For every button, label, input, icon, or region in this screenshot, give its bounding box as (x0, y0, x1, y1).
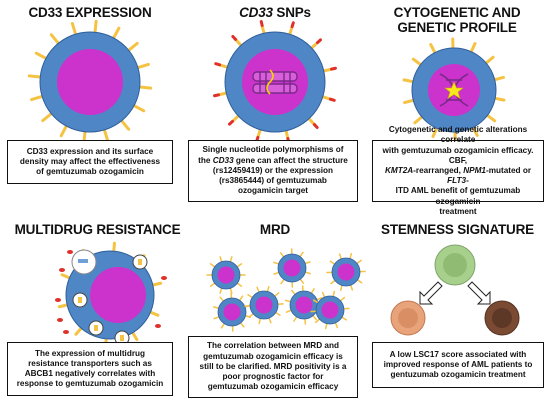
caption-line: The expression of multidrug (34, 348, 146, 358)
drug-conjugate (231, 35, 238, 41)
drug-molecule (161, 276, 167, 280)
drug-conjugate (228, 119, 234, 126)
drug-molecule (67, 250, 73, 254)
mrd-nucleus (337, 263, 355, 281)
caption-line: gemtuzumab ozogamicin efficacy (207, 382, 339, 392)
arrow-left-icon (419, 281, 443, 305)
mrd-cells (206, 248, 366, 332)
efflux-pump-icons (71, 249, 148, 346)
caption-line: the CD33 gene can affect the structure (198, 155, 348, 165)
drug-molecule (57, 318, 63, 322)
mrd-nucleus (283, 259, 301, 277)
progenitor-cell-orange-nucleus (398, 308, 418, 328)
caption-line: A low LSC17 score associated with (389, 349, 527, 359)
caption-line: (rs12459419) or the expression (212, 165, 334, 175)
mrd-cell (326, 253, 366, 291)
mrd-nucleus (255, 296, 273, 314)
caption-line: The correlation between MRD and (207, 341, 339, 351)
caption-line: CD33 expression and its surface (26, 146, 154, 156)
drug-conjugate (259, 20, 264, 27)
caption-line: poor prognostic factor for (222, 372, 324, 382)
mrd-nucleus (217, 266, 235, 284)
drug-molecule (155, 324, 161, 328)
mrd-nucleus (321, 301, 339, 319)
cell-nucleus (57, 49, 123, 115)
caption-line: density may affect the effectiveness (19, 156, 161, 166)
panel-title-cd33-expression: CD33 EXPRESSION (28, 5, 152, 20)
caption-line: response to gemtuzumab ozogamicin (16, 379, 164, 389)
cd33-expression-cell (27, 19, 153, 145)
cell-nucleus (90, 267, 146, 323)
multidrug-resistance-cell (55, 241, 167, 352)
mrd-cell (244, 285, 284, 325)
caption-line: Single nucleotide polymorphisms of (202, 145, 344, 155)
stemness-cells (390, 244, 520, 336)
caption-line: gentuzumab ozogamicin treatment (390, 370, 526, 380)
mrd-cell (310, 290, 350, 330)
caption-line: treatment (439, 206, 477, 216)
caption-line: gemtuzumab ozogamicin efficacy is (203, 351, 343, 361)
panel-title-cd33-snps: CD33 SNPs (190, 5, 360, 20)
caption-cytogenetic: Cytogenetic and genetic alterations corr… (372, 125, 544, 216)
drug-conjugate (214, 62, 222, 67)
caption-line: ABCB1 negatively correlates with (24, 369, 156, 378)
transporter (78, 259, 88, 263)
mrd-cell (273, 248, 311, 288)
title-line-1: CYTOGENETIC AND (393, 5, 521, 20)
mutation-star-icon (444, 81, 464, 100)
caption-cd33-expression: CD33 expression and its surface density … (7, 140, 173, 184)
panel-title-cytogenetic: CYTOGENETIC AND GENETIC PROFILE (372, 5, 542, 35)
caption-line: resistance transporters such as (28, 358, 152, 368)
drug-conjugate (328, 97, 336, 102)
stem-cell-green-nucleus (443, 253, 467, 277)
title-line-2: GENETIC PROFILE (397, 20, 517, 35)
caption-line: ITD AML benefit of gemtuzumab ozogamicin (395, 186, 521, 206)
drug-conjugate (213, 93, 220, 98)
caption-line: with gemtuzumab ozogamicin efficacy. CBF… (382, 145, 534, 165)
drug-conjugate (330, 66, 337, 71)
pump-core (78, 297, 82, 303)
chromosome-pair-icon (252, 69, 298, 95)
drug-molecule (59, 268, 65, 272)
mrd-nucleus (295, 296, 313, 314)
progenitor-cell-brown-nucleus (492, 308, 512, 328)
caption-mrd: The correlation between MRD and gemtuzum… (188, 336, 358, 398)
caption-line: still to be clarified. MRD positivity is… (199, 361, 347, 371)
cell-nucleus (242, 49, 308, 115)
drug-molecule (55, 298, 61, 302)
drug-molecule (63, 330, 69, 334)
title-rest-part: SNPs (272, 5, 311, 20)
cytogenetic-cell (402, 37, 506, 143)
mrd-cell (206, 256, 246, 294)
caption-line: Cytogenetic and genetic alterations corr… (388, 125, 528, 145)
drug-conjugate (290, 21, 295, 29)
caption-line: ozogamicin target (237, 186, 309, 196)
panel-title-stemness: STEMNESS SIGNATURE (381, 222, 534, 237)
arrow-right-icon (467, 281, 491, 305)
mrd-nucleus (223, 303, 241, 321)
caption-line: improved response of AML patients to (383, 359, 533, 369)
caption-cd33-snps: Single nucleotide polymorphisms of the C… (188, 140, 358, 202)
caption-line: (rs3865444) of gemtuzumab (219, 176, 327, 186)
mrd-cell (284, 285, 324, 325)
drug-conjugate (312, 123, 319, 129)
panel-title-mrd: MRD (259, 222, 291, 237)
caption-line: of gemtuzumab ozogamicin (36, 167, 144, 177)
caption-stemness: A low LSC17 score associated with improv… (372, 342, 544, 388)
pump-core (138, 259, 142, 265)
mrd-cell (212, 292, 252, 332)
cd33-snp-cell (213, 20, 337, 144)
pump-core (120, 335, 124, 341)
panel-title-multidrug-resistance: MULTIDRUG RESISTANCE (14, 222, 181, 237)
drug-conjugate (316, 38, 322, 45)
caption-line: KMT2A-rearranged, NPM1-mutated or FLT3- (384, 165, 532, 186)
pump-core (94, 325, 98, 331)
caption-multidrug-resistance: The expression of multidrug resistance t… (7, 342, 173, 396)
title-italic-part: CD33 (239, 5, 273, 20)
